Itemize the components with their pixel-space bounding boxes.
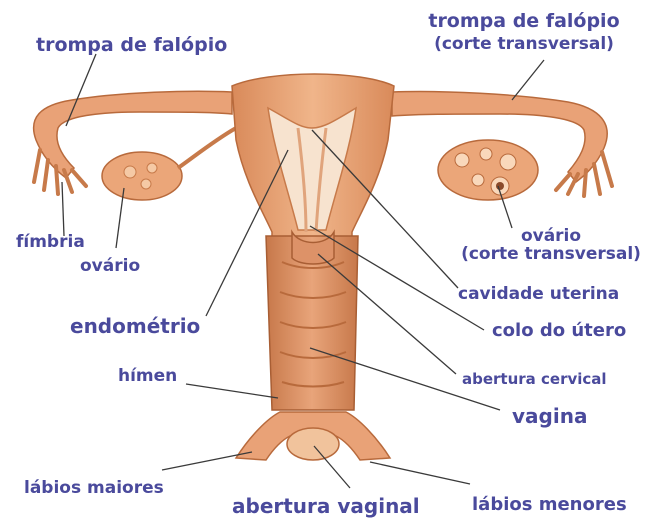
label-uterine-cavity: cavidade uterina bbox=[458, 286, 619, 303]
label-hymen: hímen bbox=[118, 368, 177, 385]
label-ovary-right-section: (corte transversal) bbox=[452, 246, 650, 263]
label-fallopian-tube-right: trompa de falópio bbox=[414, 12, 634, 31]
label-cervical-opening: abertura cervical bbox=[462, 372, 607, 387]
label-cervix: colo do útero bbox=[492, 322, 626, 340]
label-fimbria: fímbria bbox=[16, 234, 85, 251]
label-vagina: vagina bbox=[512, 406, 587, 426]
label-vaginal-opening: abertura vaginal bbox=[232, 496, 420, 516]
label-fallopian-tube-right-section: (corte transversal) bbox=[414, 36, 634, 53]
label-fallopian-tube-left: trompa de falópio bbox=[36, 36, 227, 55]
label-labia-majora: lábios maiores bbox=[24, 480, 164, 497]
vaginal-opening bbox=[287, 428, 339, 460]
label-ovary-left: ovário bbox=[80, 258, 140, 275]
label-ovary-right: ovário bbox=[462, 228, 640, 245]
ovary-left bbox=[102, 152, 182, 200]
label-endometrium: endométrio bbox=[70, 316, 200, 336]
label-labia-minora: lábios menores bbox=[472, 496, 627, 514]
